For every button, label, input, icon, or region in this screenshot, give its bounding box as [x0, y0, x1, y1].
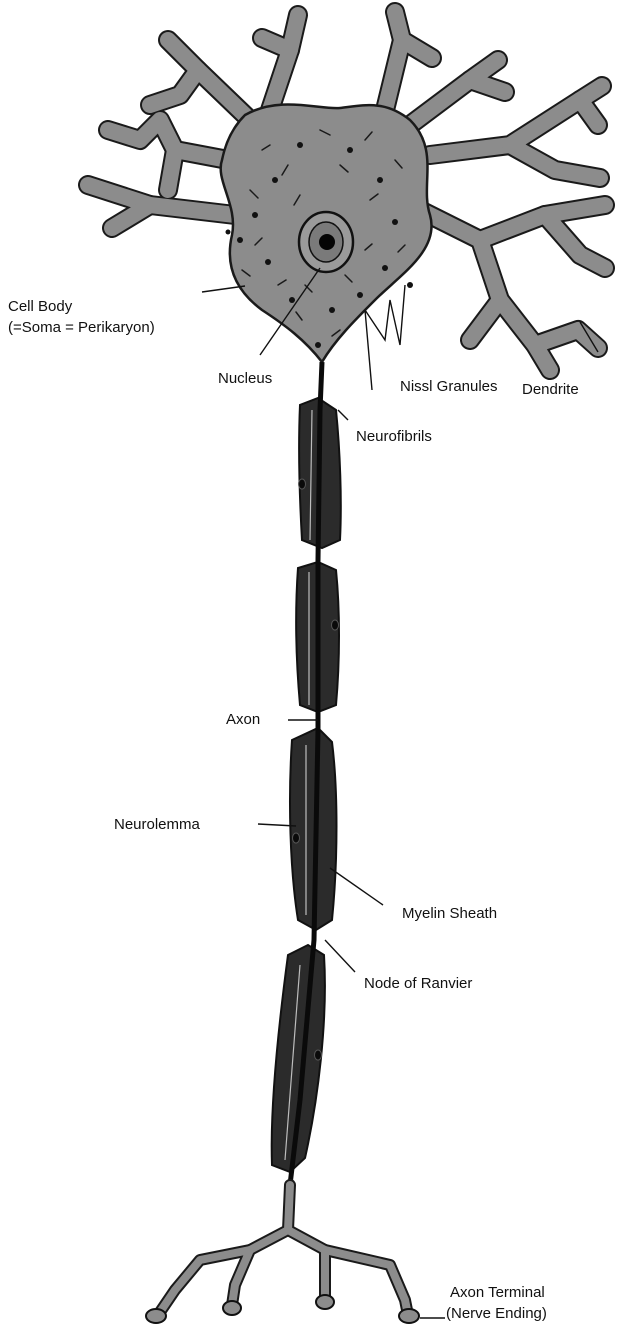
leader-myelin	[330, 868, 383, 905]
terminal-bulb-2	[223, 1301, 241, 1315]
label-cell-body: Cell Body	[8, 298, 73, 315]
label-neurofibrils: Neurofibrils	[356, 428, 432, 445]
leader-cell-body	[202, 286, 245, 292]
label-nucleus: Nucleus	[218, 370, 272, 387]
leader-neurofibrils	[338, 410, 348, 420]
label-cell-body-alt: (=Soma = Perikaryon)	[8, 319, 155, 336]
label-dendrite: Dendrite	[522, 381, 579, 398]
label-nissl-granules: Nissl Granules	[400, 378, 498, 395]
label-myelin-sheath: Myelin Sheath	[402, 905, 497, 922]
leader-lines	[202, 268, 598, 1318]
leader-node	[325, 940, 355, 972]
label-neurolemma: Neurolemma	[114, 816, 201, 833]
label-axon: Axon	[226, 711, 260, 728]
nucleus	[299, 212, 353, 272]
label-axon-terminal: Axon Terminal	[450, 1284, 545, 1301]
terminal-bulb-3	[316, 1295, 334, 1309]
label-nerve-ending: (Nerve Ending)	[446, 1305, 547, 1322]
label-node-of-ranvier: Node of Ranvier	[364, 975, 472, 992]
axon-terminals	[146, 1185, 419, 1323]
terminal-bulb-1	[146, 1309, 166, 1323]
terminal-bulb-4	[399, 1309, 419, 1323]
